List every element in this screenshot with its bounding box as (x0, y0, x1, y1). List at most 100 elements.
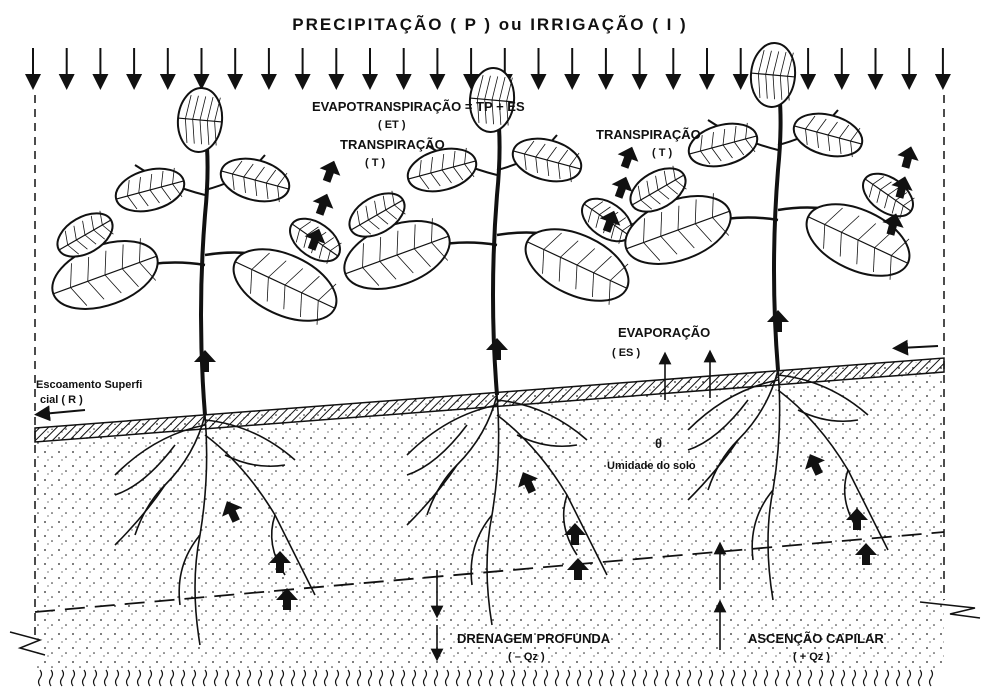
bedrock-marks (39, 670, 933, 686)
bedrock-squiggle (732, 670, 735, 686)
bedrock-squiggle (457, 670, 460, 686)
bedrock-squiggle (336, 670, 339, 686)
bedrock-squiggle (391, 670, 394, 686)
bedrock-squiggle (182, 670, 185, 686)
bedrock-squiggle (347, 670, 350, 686)
label-evaporation-abbrev: ( ES ) (612, 347, 640, 359)
bedrock-squiggle (380, 670, 383, 686)
bedrock-squiggle (512, 670, 515, 686)
label-transpiration-right-abbrev: ( T ) (652, 147, 672, 159)
bedrock-squiggle (402, 670, 405, 686)
bedrock-squiggle (633, 670, 636, 686)
label-transpiration-left-abbrev: ( T ) (365, 157, 385, 169)
flow-arrow (316, 157, 344, 185)
flow-arrow (895, 144, 922, 171)
leaf (508, 132, 586, 189)
label-capillary-rise-abbrev: ( + Qz ) (793, 651, 830, 663)
bedrock-squiggle (776, 670, 779, 686)
label-deep-drainage: DRENAGEM PROFUNDA (457, 631, 611, 646)
bedrock-squiggle (413, 670, 416, 686)
bedrock-squiggle (226, 670, 229, 686)
leaf (789, 107, 867, 164)
bedrock-squiggle (853, 670, 856, 686)
label-runoff-line1: Escoamento Superfi (36, 379, 142, 391)
bedrock-squiggle (545, 670, 548, 686)
label-soil-moisture: Umidade do solo (607, 460, 696, 472)
bedrock-squiggle (754, 670, 757, 686)
bedrock-squiggle (358, 670, 361, 686)
bedrock-squiggle (600, 670, 603, 686)
bedrock-squiggle (831, 670, 834, 686)
bedrock-squiggle (798, 670, 801, 686)
bedrock-squiggle (39, 670, 42, 686)
bedrock-squiggle (666, 670, 669, 686)
bedrock-squiggle (578, 670, 581, 686)
bedrock-squiggle (237, 670, 240, 686)
flow-arrow (194, 350, 216, 372)
bedrock-squiggle (83, 670, 86, 686)
bedrock-squiggle (204, 670, 207, 686)
bedrock-squiggle (292, 670, 295, 686)
bedrock-squiggle (61, 670, 64, 686)
bedrock-squiggle (919, 670, 922, 686)
bedrock-squiggle (908, 670, 911, 686)
bedrock-squiggle (171, 670, 174, 686)
bedrock-squiggle (611, 670, 614, 686)
bedrock-squiggle (105, 670, 108, 686)
bedrock-squiggle (303, 670, 306, 686)
bedrock-squiggle (721, 670, 724, 686)
bedrock-squiggle (589, 670, 592, 686)
label-evapotranspiration: EVAPOTRANSPIRAÇÃO = TP + ES (312, 99, 525, 114)
bedrock-squiggle (72, 670, 75, 686)
bedrock-squiggle (248, 670, 251, 686)
bedrock-squiggle (787, 670, 790, 686)
bedrock-squiggle (622, 670, 625, 686)
leaf (684, 117, 762, 174)
bedrock-squiggle (270, 670, 273, 686)
bedrock-squiggle (259, 670, 262, 686)
leaf (748, 41, 797, 109)
bedrock-squiggle (710, 670, 713, 686)
bedrock-squiggle (138, 670, 141, 686)
bedrock-squiggle (435, 670, 438, 686)
label-runoff-line2: cial ( R ) (40, 394, 83, 406)
bedrock-squiggle (655, 670, 658, 686)
flow-arrow (486, 338, 508, 360)
bedrock-squiggle (94, 670, 97, 686)
bedrock-squiggle (699, 670, 702, 686)
label-transpiration-right: TRANSPIRAÇÃO (596, 127, 701, 142)
flow-arrow (614, 143, 642, 171)
bedrock-squiggle (50, 670, 53, 686)
bedrock-squiggle (897, 670, 900, 686)
bedrock-squiggle (281, 670, 284, 686)
bedrock-squiggle (193, 670, 196, 686)
leaf (175, 86, 224, 154)
flow-arrow (767, 310, 789, 332)
label-capillary-rise: ASCENÇÃO CAPILAR (748, 631, 884, 646)
bedrock-squiggle (820, 670, 823, 686)
bedrock-squiggle (446, 670, 449, 686)
label-et: ( ET ) (378, 119, 406, 131)
bedrock-squiggle (567, 670, 570, 686)
bedrock-squiggle (468, 670, 471, 686)
bedrock-squiggle (490, 670, 493, 686)
bedrock-squiggle (215, 670, 218, 686)
flow-arrow (309, 190, 337, 218)
label-deep-drainage-abbrev: ( – Qz ) (508, 651, 545, 663)
diagram-title: PRECIPITAÇÃO ( P ) ou IRRIGAÇÃO ( I ) (292, 14, 687, 34)
bedrock-squiggle (424, 670, 427, 686)
bedrock-squiggle (534, 670, 537, 686)
bedrock-squiggle (149, 670, 152, 686)
bedrock-squiggle (523, 670, 526, 686)
bedrock-squiggle (677, 670, 680, 686)
bedrock-squiggle (842, 670, 845, 686)
bedrock-squiggle (809, 670, 812, 686)
label-transpiration-left: TRANSPIRAÇÃO (340, 137, 445, 152)
bedrock-squiggle (369, 670, 372, 686)
bedrock-squiggle (116, 670, 119, 686)
bedrock-squiggle (688, 670, 691, 686)
leaf (216, 152, 294, 209)
bedrock-squiggle (875, 670, 878, 686)
runoff-arrow-right (900, 346, 938, 348)
